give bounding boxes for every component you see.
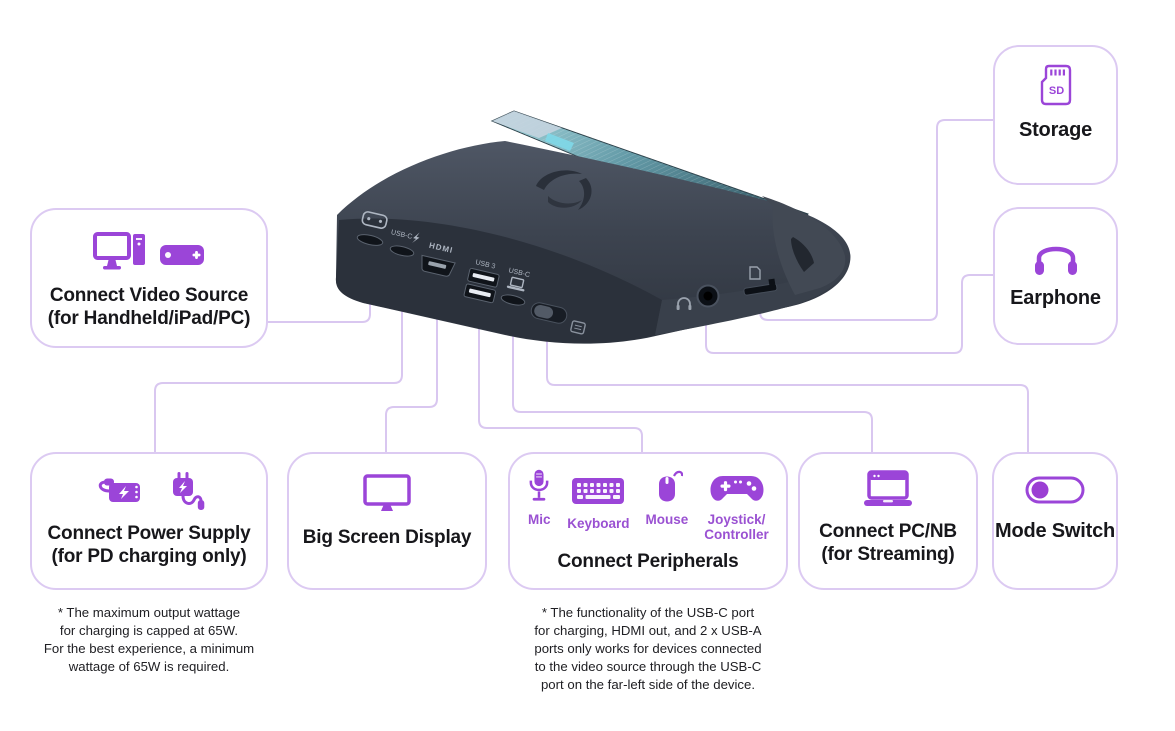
callout-big-screen: Big Screen Display bbox=[287, 452, 487, 590]
monitor-pc-icon bbox=[93, 232, 145, 270]
mode-switch-title: Mode Switch bbox=[994, 520, 1116, 542]
dock-device-illustration: USB-C HDMI USB 3 USB-C bbox=[335, 110, 851, 344]
peripheral-mouse: Mouse bbox=[645, 468, 689, 527]
callout-storage: SD Storage bbox=[993, 45, 1118, 185]
headphone-glyph bbox=[677, 297, 691, 307]
mouse-icon bbox=[658, 470, 683, 502]
sd-card-slot bbox=[743, 266, 778, 296]
wall-charger-icon bbox=[173, 472, 205, 510]
usb-footnote: * The functionality of the USB-C port fo… bbox=[534, 605, 762, 692]
mic-icon bbox=[529, 469, 549, 501]
hdmi-port: HDMI bbox=[421, 241, 456, 277]
line-earphone bbox=[705, 274, 993, 354]
dock-front-face bbox=[335, 218, 662, 343]
callout-mode-switch: Mode Switch bbox=[992, 452, 1118, 590]
power-bank-icon bbox=[98, 478, 140, 502]
keyboard-icon bbox=[572, 478, 625, 504]
stream-usbc-port: USB-C bbox=[500, 267, 531, 306]
video-source-port bbox=[356, 211, 388, 246]
line-video-source bbox=[266, 249, 371, 323]
callout-video-source: Connect Video Source (for Handheld/iPad/… bbox=[30, 208, 268, 348]
handheld-console-icon bbox=[160, 245, 204, 265]
peripherals-title: Connect Peripherals bbox=[557, 551, 739, 572]
lightning-icon bbox=[412, 232, 420, 244]
power-port-label: USB-C bbox=[390, 229, 413, 241]
callout-peripherals: Mic Keyboard Mo bbox=[508, 452, 788, 590]
joystick-label: Joystick/ Controller bbox=[704, 512, 769, 542]
svg-text:SD: SD bbox=[1048, 85, 1063, 97]
pc-nb-title: Connect PC/NB (for Streaming) bbox=[819, 521, 957, 565]
earphone-title: Earphone bbox=[1010, 287, 1101, 309]
peripheral-keyboard: Keyboard bbox=[567, 468, 630, 531]
storage-title: Storage bbox=[1018, 119, 1093, 141]
gamepad-icon bbox=[710, 476, 764, 501]
sd-glyph bbox=[749, 266, 761, 280]
laptop-glyph bbox=[509, 276, 525, 289]
stream-port-label: USB-C bbox=[508, 267, 531, 279]
line-mode-switch bbox=[546, 323, 1029, 452]
toggle-switch-icon bbox=[1025, 476, 1085, 504]
callout-power-supply: Connect Power Supply (for PD charging on… bbox=[30, 452, 268, 590]
line-hdmi-bigscreen bbox=[385, 278, 438, 452]
power-supply-title: Connect Power Supply (for PD charging on… bbox=[47, 523, 251, 567]
callout-earphone: Earphone bbox=[993, 207, 1118, 345]
tv-glyph bbox=[570, 320, 586, 335]
keyboard-label: Keyboard bbox=[567, 516, 630, 531]
dock-cradle-slot bbox=[791, 237, 814, 272]
big-screen-title: Big Screen Display bbox=[302, 527, 472, 548]
brand-swirl-logo bbox=[536, 170, 592, 210]
power-usbc-port: USB-C bbox=[389, 229, 420, 257]
peripheral-mic: Mic bbox=[527, 468, 551, 527]
connector-lines bbox=[154, 119, 1029, 452]
line-storage bbox=[759, 119, 993, 321]
big-screen-monitor-icon bbox=[363, 474, 411, 511]
callout-pc-nb: Connect PC/NB (for Streaming) bbox=[798, 452, 978, 590]
mouse-label: Mouse bbox=[645, 512, 689, 527]
headphones-icon bbox=[1034, 246, 1077, 275]
mic-label: Mic bbox=[527, 512, 551, 527]
power-footnote: * The maximum output wattage for chargin… bbox=[43, 605, 255, 674]
peripheral-joystick: Joystick/ Controller bbox=[704, 468, 769, 542]
headphone-jack bbox=[676, 284, 720, 310]
line-usb3-peripherals bbox=[478, 294, 643, 452]
line-power-supply bbox=[154, 260, 403, 452]
video-source-title: Connect Video Source (for Handheld/iPad/… bbox=[47, 285, 251, 329]
line-usbc-pcnb bbox=[512, 308, 873, 452]
mode-slide-switch bbox=[530, 302, 586, 335]
sd-card-icon: SD bbox=[1040, 64, 1071, 106]
usb3-label: USB 3 bbox=[475, 259, 496, 270]
laptop-icon bbox=[864, 470, 912, 506]
usb3-ports: USB 3 bbox=[463, 259, 500, 304]
